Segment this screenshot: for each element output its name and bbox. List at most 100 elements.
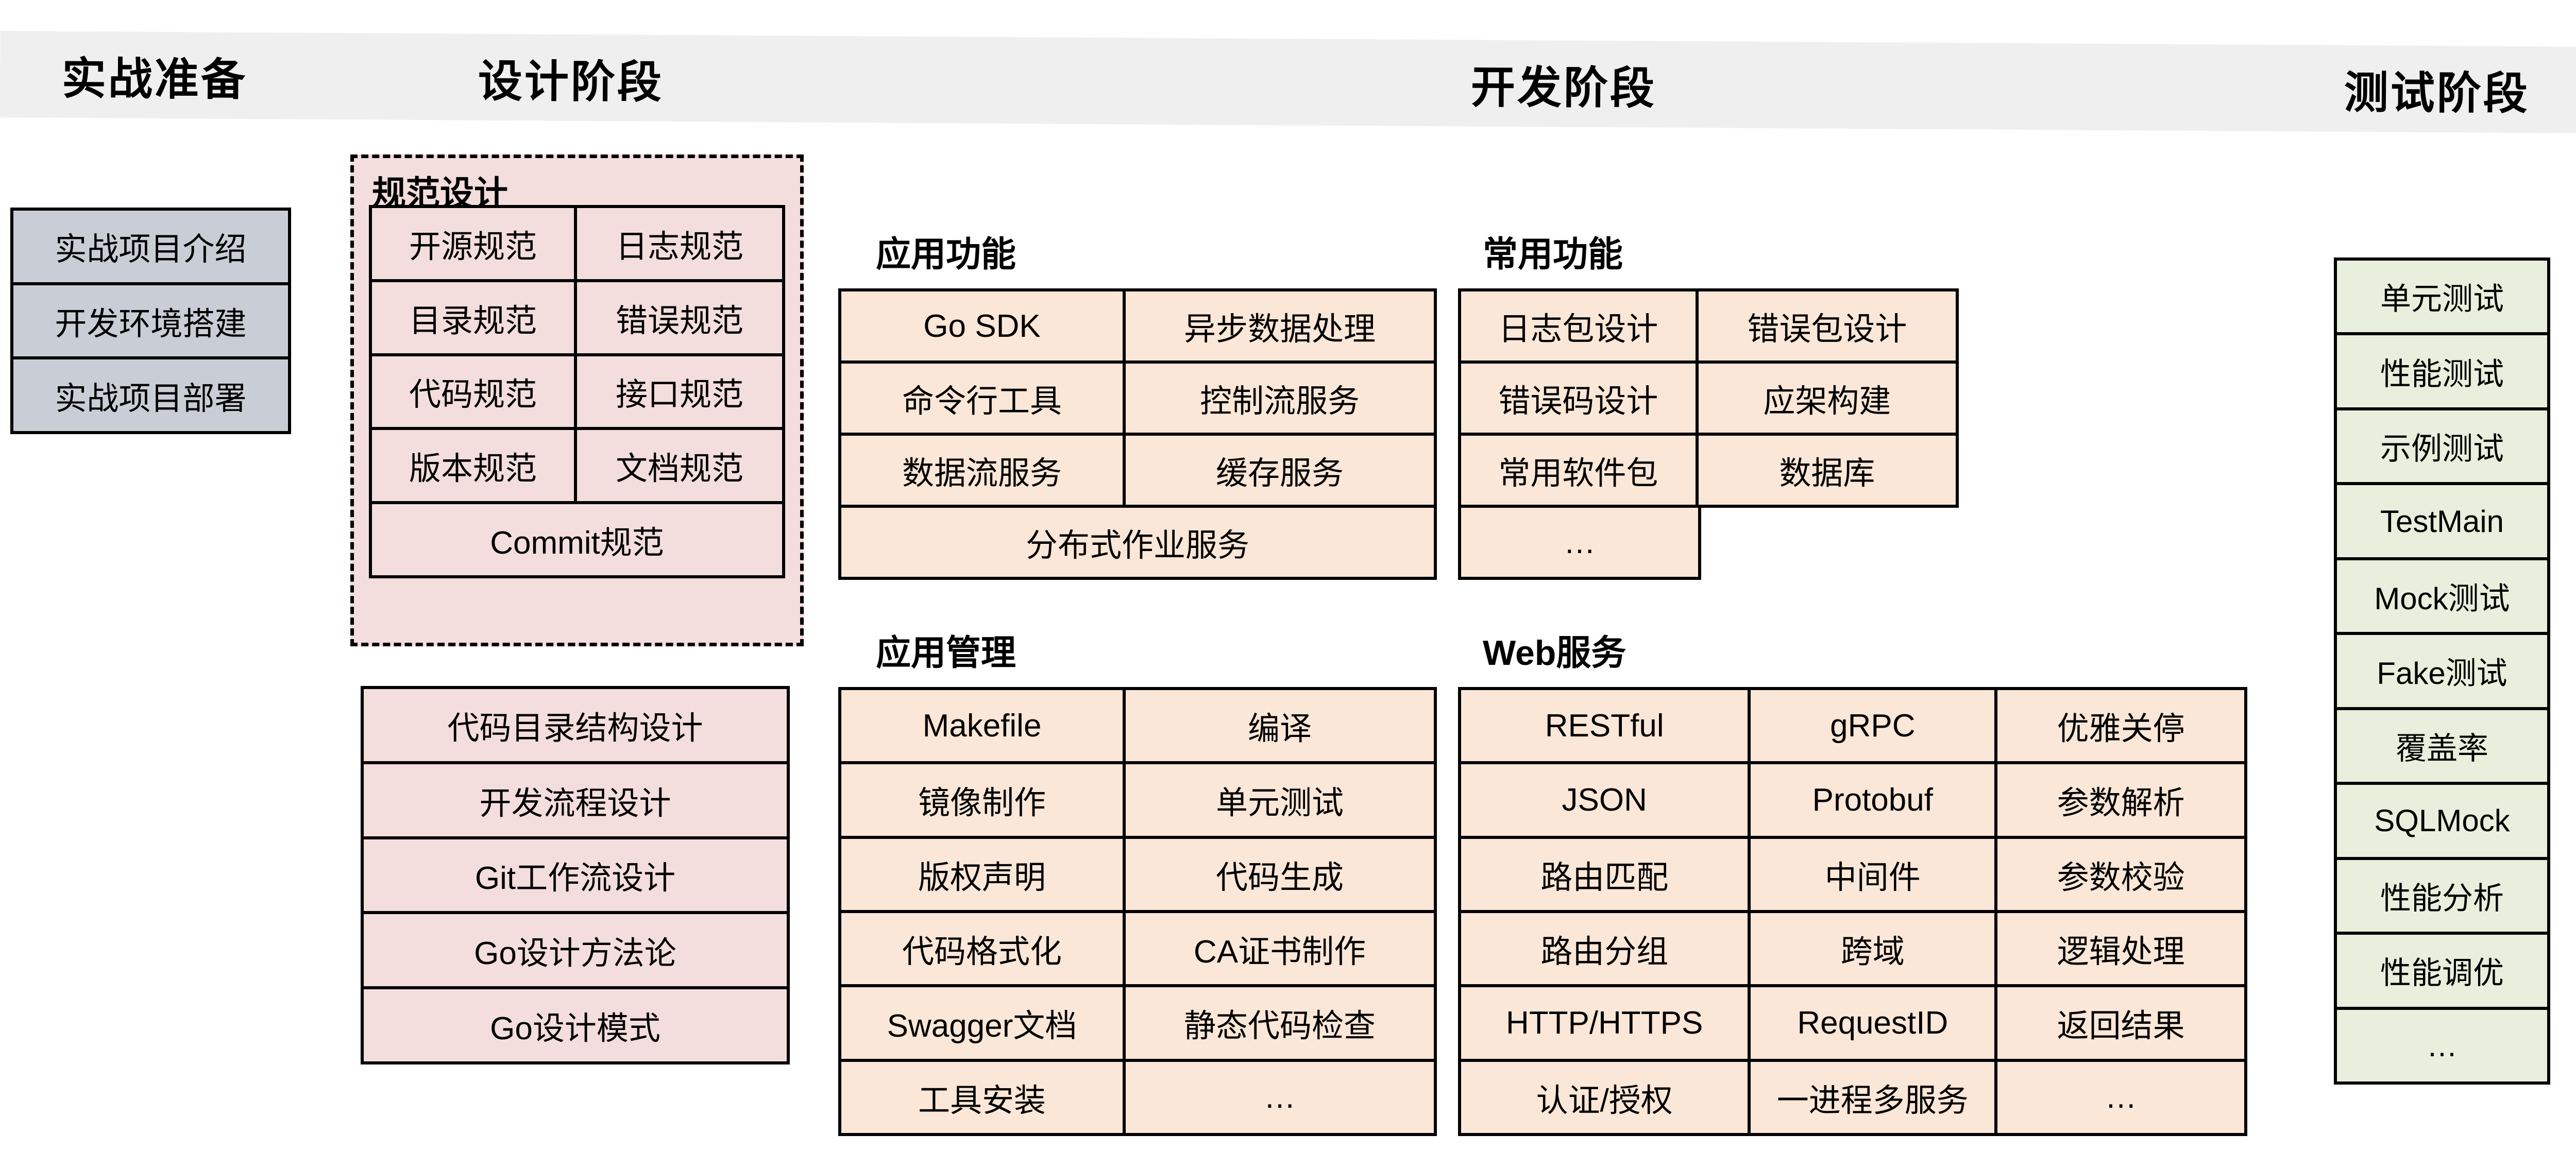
app-mgmt-cell: 静态代码检查 — [1126, 987, 1434, 1059]
web-svc-cell: RESTful — [1461, 690, 1751, 762]
app-mgmt-cell: 版权声明 — [841, 838, 1126, 910]
web-svc-cell: Protobuf — [1751, 764, 1998, 836]
app-func-cell: 数据流服务 — [841, 436, 1126, 505]
test-item: 性能测试 — [2337, 335, 2547, 407]
table-row: Makefile 编译 — [841, 690, 1434, 765]
stage-label-prep: 实战准备 — [61, 54, 248, 105]
table-row: 分布式作业服务 — [841, 508, 1434, 577]
design-method-item: Go设计模式 — [364, 989, 787, 1061]
app-func-cell: Go SDK — [841, 291, 1126, 360]
web-svc-cell: 逻辑处理 — [1997, 913, 2244, 985]
table-row: 覆盖率 — [2337, 710, 2547, 785]
web-svc-title: Web服务 — [1483, 633, 1626, 673]
app-func-cell: 缓存服务 — [1126, 436, 1434, 505]
spec-cell: 目录规范 — [372, 282, 577, 353]
test-item: TestMain — [2337, 485, 2547, 557]
common-func-title: 常用功能 — [1483, 235, 1623, 274]
table-row: 路由分组 跨域 逻辑处理 — [1461, 913, 2244, 988]
web-svc-cell: 路由匹配 — [1461, 838, 1751, 910]
spec-cell: 接口规范 — [577, 356, 782, 427]
table-row: … — [1461, 508, 1698, 577]
table-row: 开发流程设计 — [364, 764, 787, 839]
table-row: RESTful gRPC 优雅关停 — [1461, 690, 2244, 765]
table-row: 常用软件包 数据库 — [1461, 436, 1956, 505]
design-method-table: 代码目录结构设计 开发流程设计 Git工作流设计 Go设计方法论 Go设计模式 — [361, 686, 790, 1064]
app-mgmt-cell: 代码生成 — [1126, 838, 1434, 910]
web-svc-cell: 优雅关停 — [1997, 690, 2244, 762]
common-func-cell: 日志包设计 — [1461, 291, 1699, 360]
common-func-cell: 应架构建 — [1698, 364, 1956, 433]
web-svc-cell: JSON — [1461, 764, 1751, 836]
table-row: 示例测试 — [2337, 410, 2547, 486]
table-row: 代码目录结构设计 — [364, 689, 787, 764]
table-row: 错误码设计 应架构建 — [1461, 364, 1956, 436]
prep-item: 开发环境搭建 — [13, 285, 288, 357]
table-row: Go设计方法论 — [364, 914, 787, 990]
web-svc-cell: 参数解析 — [1997, 764, 2244, 836]
table-row: 代码格式化 CA证书制作 — [841, 913, 1434, 988]
stage-label-test: 测试阶段 — [2344, 68, 2530, 119]
spec-cell: 开源规范 — [372, 208, 577, 279]
table-row: … — [2337, 1009, 2547, 1081]
test-item: 单元测试 — [2337, 261, 2547, 333]
table-row: 实战项目介绍 — [13, 211, 288, 285]
table-row: Swagger文档 静态代码检查 — [841, 987, 1434, 1062]
web-svc-cell: gRPC — [1751, 690, 1998, 762]
app-func-cell: 控制流服务 — [1126, 364, 1434, 433]
table-row: 版本规范 文档规范 — [372, 430, 782, 505]
table-row: 镜像制作 单元测试 — [841, 764, 1434, 839]
prep-item: 实战项目部署 — [13, 359, 288, 432]
app-func-footer-cell: 分布式作业服务 — [841, 508, 1434, 577]
spec-cell: 日志规范 — [577, 208, 782, 279]
web-svc-cell: 中间件 — [1751, 838, 1998, 910]
table-row: 开源规范 日志规范 — [372, 208, 782, 282]
test-item: Mock测试 — [2337, 560, 2547, 632]
table-row: 命令行工具 控制流服务 — [841, 364, 1434, 436]
web-svc-cell: … — [1997, 1061, 2244, 1133]
common-func-cell: 错误包设计 — [1698, 291, 1956, 360]
table-row: 版权声明 代码生成 — [841, 838, 1434, 913]
table-row: 开发环境搭建 — [13, 285, 288, 360]
prep-table: 实战项目介绍 开发环境搭建 实战项目部署 — [10, 208, 291, 434]
table-row: HTTP/HTTPS RequestID 返回结果 — [1461, 987, 2244, 1062]
table-row: 性能测试 — [2337, 335, 2547, 410]
table-row: 目录规范 错误规范 — [372, 282, 782, 356]
app-mgmt-cell: 工具安装 — [841, 1061, 1126, 1133]
design-method-item: Go设计方法论 — [364, 914, 787, 987]
test-item: Fake测试 — [2337, 635, 2547, 707]
table-row: 代码规范 接口规范 — [372, 356, 782, 431]
web-svc-cell: 参数校验 — [1997, 838, 2244, 910]
stage-arrow-banner: 实战准备 设计阶段 开发阶段 测试阶段 部署阶段 Tips — [0, 9, 2576, 159]
app-mgmt-table: Makefile 编译 镜像制作 单元测试 版权声明 代码生成 代码格式化 CA… — [838, 687, 1437, 1136]
app-func-table: Go SDK 异步数据处理 命令行工具 控制流服务 数据流服务 缓存服务 分布式… — [838, 288, 1437, 580]
table-row: 日志包设计 错误包设计 — [1461, 291, 1956, 364]
app-mgmt-title: 应用管理 — [876, 633, 1016, 673]
common-func-cell: 常用软件包 — [1461, 436, 1699, 505]
app-func-title: 应用功能 — [876, 235, 1016, 274]
common-func-cell: 错误码设计 — [1461, 364, 1699, 433]
design-method-item: Git工作流设计 — [364, 839, 787, 912]
test-item: … — [2337, 1009, 2547, 1081]
web-svc-cell: 认证/授权 — [1461, 1061, 1751, 1133]
common-func-footer-cell: … — [1461, 508, 1698, 577]
table-row: Go设计模式 — [364, 989, 787, 1061]
table-row: 性能调优 — [2337, 935, 2547, 1010]
table-row: TestMain — [2337, 485, 2547, 560]
test-item: 覆盖率 — [2337, 710, 2547, 782]
table-row: 实战项目部署 — [13, 359, 288, 432]
web-svc-cell: 返回结果 — [1997, 987, 2244, 1059]
table-row: 工具安装 … — [841, 1061, 1434, 1133]
app-mgmt-cell: Swagger文档 — [841, 987, 1126, 1059]
stage-label-design: 设计阶段 — [478, 57, 664, 108]
table-row: 性能分析 — [2337, 860, 2547, 935]
table-row: 认证/授权 一进程多服务 … — [1461, 1061, 2244, 1133]
app-func-cell: 命令行工具 — [841, 364, 1126, 433]
design-method-item: 代码目录结构设计 — [364, 689, 787, 761]
test-item: 性能分析 — [2337, 860, 2547, 932]
table-row: Mock测试 — [2337, 560, 2547, 635]
app-mgmt-cell: CA证书制作 — [1126, 913, 1434, 985]
test-item: 示例测试 — [2337, 410, 2547, 483]
common-func-footer: … — [1458, 505, 1701, 580]
web-svc-table: RESTful gRPC 优雅关停 JSON Protobuf 参数解析 路由匹… — [1458, 687, 2247, 1136]
